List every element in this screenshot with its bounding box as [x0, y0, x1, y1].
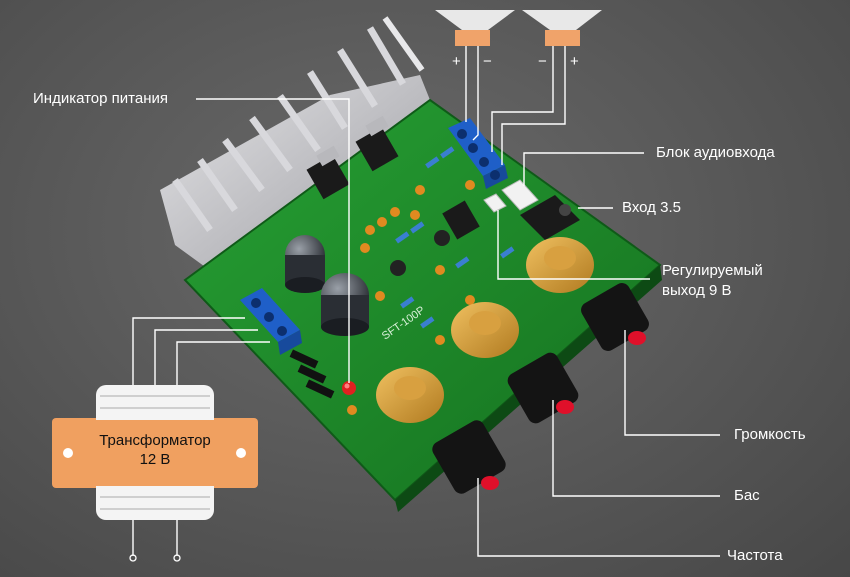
audio-jack-icon	[520, 195, 580, 240]
label-power-indicator: Индикатор питания	[33, 90, 168, 107]
speaker-right-plus: +	[570, 53, 579, 70]
transformer-label-line1: Трансформатор	[99, 432, 211, 449]
label-adjustable-output-line1: Регулируемый	[662, 262, 763, 279]
speaker-left-plus: +	[452, 53, 461, 70]
leader-lines	[196, 98, 720, 557]
label-input-35: Вход 3.5	[622, 199, 681, 216]
capacitor-icon	[390, 230, 450, 276]
heatsink-icon	[160, 16, 430, 285]
knob-icon	[432, 420, 506, 494]
capacitor-icon	[285, 235, 325, 293]
label-adjustable-output-line2: выход 9 В	[662, 282, 732, 299]
screw-terminal-icon	[448, 118, 508, 189]
diode-row	[289, 349, 335, 399]
speaker-left-minus: −	[483, 53, 492, 70]
label-volume: Громкость	[734, 426, 806, 443]
led-icon	[342, 381, 356, 395]
potentiometer-icon	[451, 302, 519, 358]
label-audio-input-block: Блок аудиовхода	[656, 144, 775, 161]
speaker-right-minus: −	[538, 53, 547, 70]
terminal-dot	[129, 554, 137, 562]
small-components	[347, 146, 515, 415]
regulator-transistor	[442, 200, 480, 240]
screw-terminal-icon	[240, 288, 302, 355]
transformer-icon	[52, 385, 258, 520]
label-frequency: Частота	[727, 547, 783, 564]
label-bass: Бас	[734, 487, 760, 504]
potentiometer-icon	[376, 367, 444, 423]
power-transistor	[355, 115, 399, 172]
knob-icon	[507, 352, 579, 424]
knob-icon	[581, 283, 649, 351]
speaker-wires	[465, 46, 566, 165]
speaker-icon	[522, 10, 602, 46]
power-transistor	[306, 145, 350, 200]
terminal-dot	[173, 554, 181, 562]
audio-input-connector	[483, 179, 539, 213]
transformer-label-line2: 12 В	[139, 451, 171, 468]
potentiometer-icon	[526, 237, 594, 293]
speaker-icon	[435, 10, 515, 46]
capacitor-icon	[321, 273, 369, 336]
transformer-wires	[132, 317, 270, 556]
